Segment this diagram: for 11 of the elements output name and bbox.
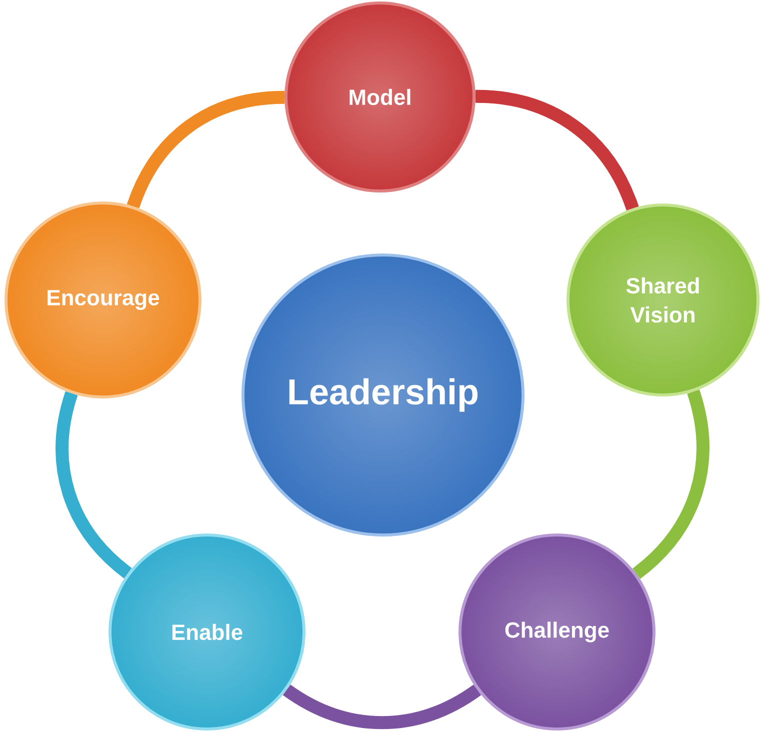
circle-node: Enable [108,534,306,730]
ring-segment [283,684,481,730]
ring-segment [126,90,285,209]
ring-segment [475,90,639,211]
circle-node: Leadership [242,254,524,536]
ring-segment [632,390,710,579]
circle-node: Shared Vision [566,204,760,396]
circle-node: Model [284,2,476,192]
circle-node: Encourage [4,202,202,398]
circle-node: Challenge [458,534,656,730]
ring-segment [56,392,132,578]
